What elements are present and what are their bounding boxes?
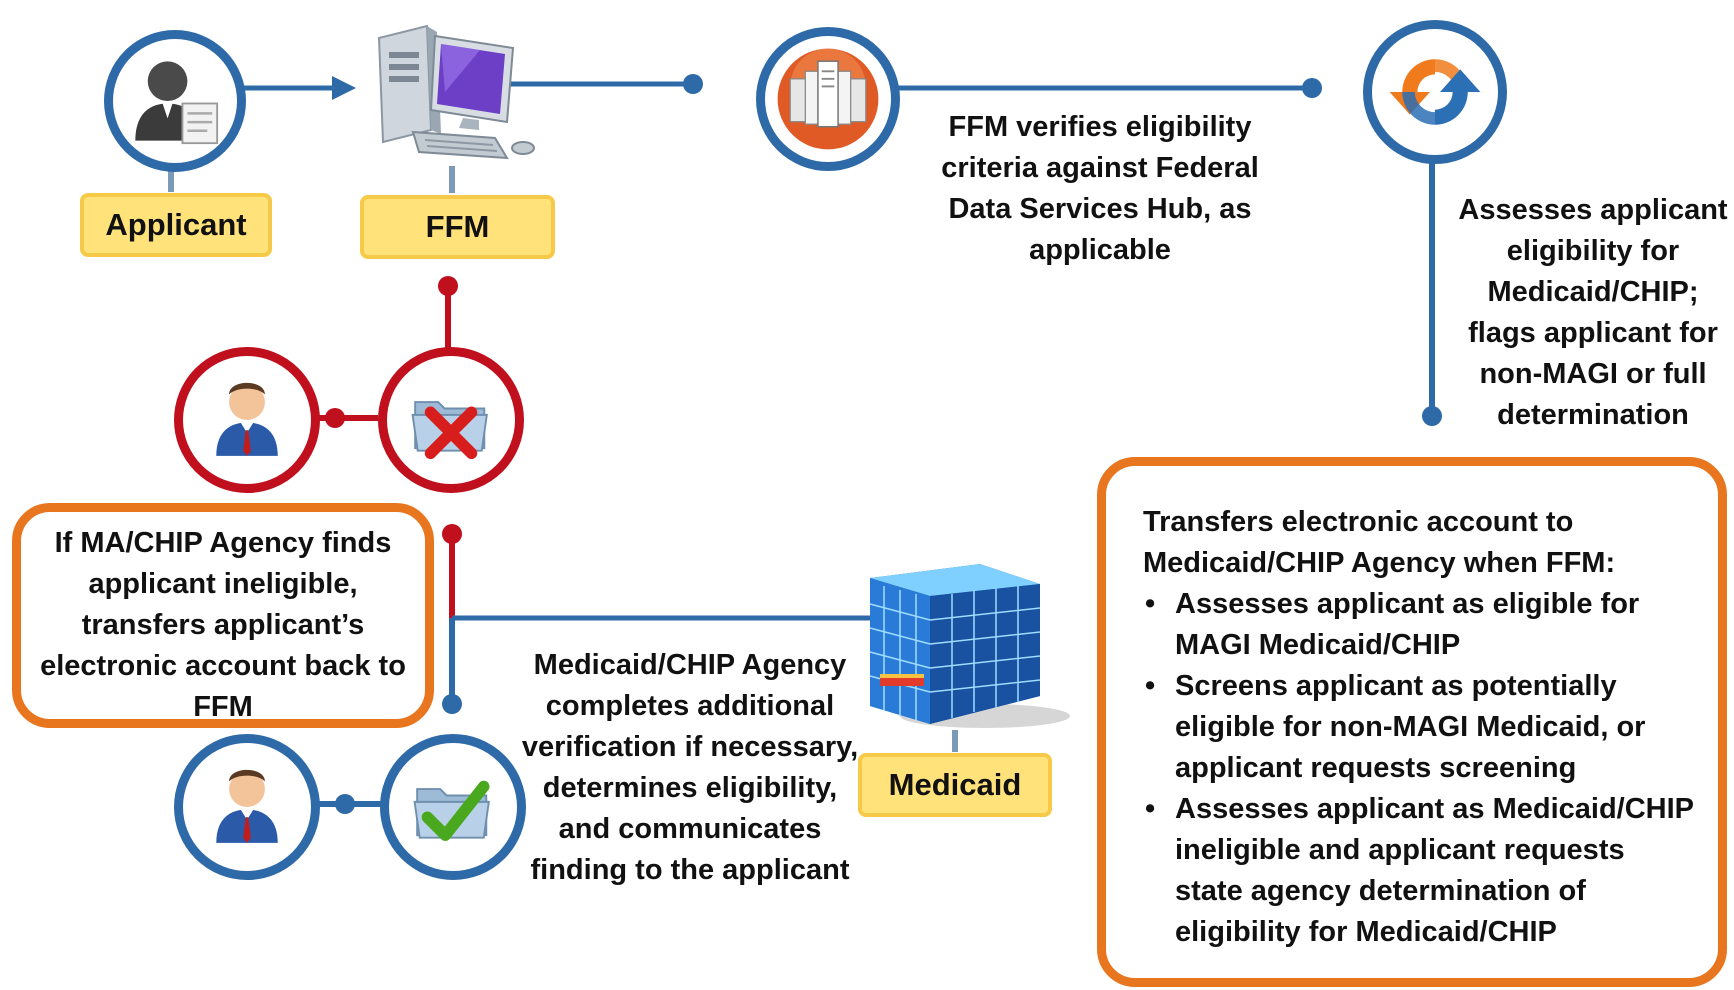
folder-x-icon (411, 401, 488, 460)
list-item: Screens applicant as potentially eligibl… (1145, 666, 1698, 789)
transfer-criteria-list: Assesses applicant as eligible for MAGI … (1143, 584, 1698, 953)
refresh-arrows-icon (1389, 59, 1481, 125)
eligibility-determined-node (380, 734, 526, 880)
server-cluster-icon (777, 48, 879, 150)
medicaid-building (860, 556, 1080, 731)
list-item: Assesses applicant as Medicaid/CHIP inel… (1145, 789, 1698, 953)
medicaid-label: Medicaid (858, 753, 1052, 817)
person-with-document-icon (135, 61, 219, 145)
applicant-label: Applicant (80, 193, 272, 257)
ineligible-return-text: If MA/CHIP Agency finds applicant inelig… (40, 527, 406, 723)
hub-servers-node (756, 27, 900, 171)
ffm-verifies-text: FFM verifies eligibility criteria agains… (941, 111, 1259, 266)
assesses-eligibility-text: Assesses applicant eligibility for Medic… (1458, 194, 1728, 431)
ineligible-return-box: If MA/CHIP Agency finds applicant inelig… (12, 503, 434, 728)
transfer-criteria-box: Transfers electronic account to Medicaid… (1097, 457, 1727, 987)
ineligible-node (378, 347, 524, 493)
office-building-icon (869, 564, 1070, 728)
applicant-node (104, 30, 246, 172)
applicant-rejected-node (174, 347, 320, 493)
applicant-notified-node (174, 734, 320, 880)
person-icon (216, 769, 278, 843)
desktop-computer-icon (377, 24, 535, 160)
transfer-lead-text: Transfers electronic account to Medicaid… (1143, 506, 1616, 579)
ffm-label: FFM (360, 195, 555, 259)
person-icon (216, 382, 278, 456)
agency-completes-text: Medicaid/CHIP Agency completes additiona… (521, 649, 859, 886)
list-item: Assesses applicant as eligible for MAGI … (1145, 584, 1698, 666)
folder-check-icon (413, 780, 490, 841)
ffm-computer (375, 12, 545, 167)
assess-node (1363, 20, 1507, 164)
